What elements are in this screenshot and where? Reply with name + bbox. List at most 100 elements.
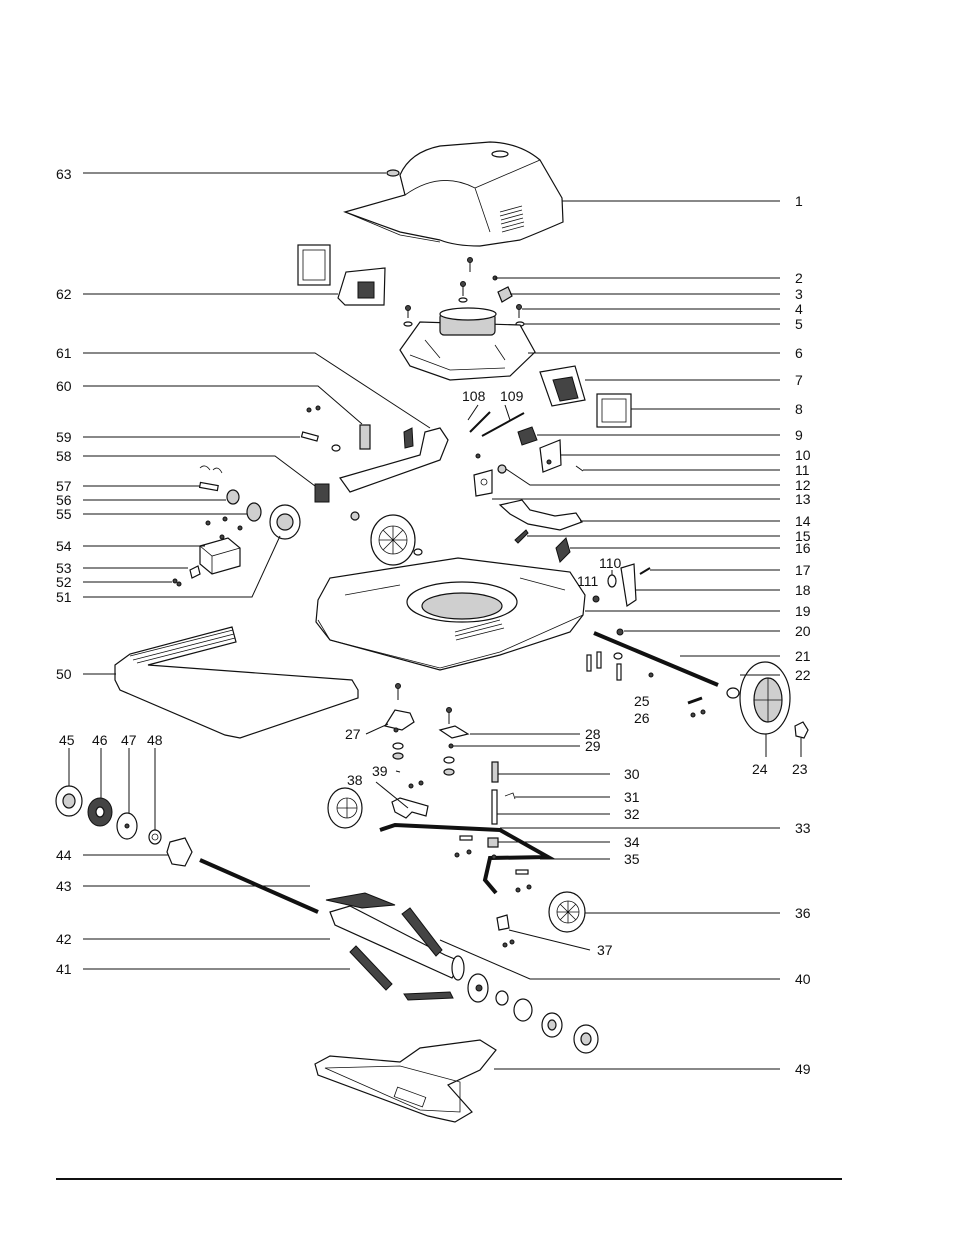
- part-21-axle: [594, 633, 718, 685]
- part-15-spring: [515, 530, 528, 543]
- part-34-block: [488, 838, 498, 847]
- wheel-left-base: [371, 515, 415, 565]
- callout-52: 52: [56, 574, 72, 590]
- part-1-hood: [345, 142, 563, 246]
- callout-111: 111: [577, 573, 598, 589]
- callout-39: 39: [372, 763, 388, 779]
- callout-14: 14: [795, 513, 811, 529]
- part-38-bracket: [392, 798, 428, 818]
- part-42-brushroll: [330, 906, 464, 980]
- part-17-screw: [640, 568, 650, 574]
- callout-2: 2: [795, 270, 803, 286]
- callout-38: 38: [347, 772, 363, 788]
- part-19-base: [316, 558, 585, 670]
- callout-17: 17: [795, 562, 811, 578]
- callout-48: 48: [147, 732, 163, 748]
- part-6-motor-base: [400, 308, 535, 380]
- callout-58: 58: [56, 448, 72, 464]
- part-59-pin: [301, 406, 320, 441]
- callout-61: 61: [56, 345, 72, 361]
- part-50-bumper: [115, 627, 358, 738]
- part-13-plate: [474, 454, 492, 496]
- part-58-pad: [315, 484, 329, 502]
- callout-23: 23: [792, 761, 808, 777]
- part-22-washer: [727, 688, 739, 698]
- callout-5: 5: [795, 316, 803, 332]
- callout-108: 108: [462, 388, 486, 404]
- part-46-disc: [88, 798, 112, 826]
- callout-46: 46: [92, 732, 108, 748]
- callout-36: 36: [795, 905, 811, 921]
- washer-base-2: [414, 549, 422, 555]
- part-10-bracket: [540, 440, 561, 472]
- callout-11: 11: [795, 462, 810, 478]
- part-108-pin: [470, 412, 490, 432]
- part-14-lever: [500, 500, 582, 530]
- callout-25: 25: [634, 693, 650, 709]
- brush-strip-top: [326, 893, 395, 908]
- callout-10: 10: [795, 447, 811, 463]
- part-41-brush-strip: [350, 946, 392, 990]
- washer-stack-2: [444, 769, 454, 775]
- part-110-washer: [608, 575, 616, 587]
- part-45-disc: [56, 786, 82, 816]
- part-23-cap: [795, 722, 808, 738]
- callout-16: 16: [795, 540, 811, 556]
- part-18-handle-bracket: [621, 564, 636, 606]
- callout-26: 26: [634, 710, 650, 726]
- part-56-bushing: [227, 490, 239, 504]
- callout-31: 31: [624, 789, 640, 805]
- part-63-plug: [387, 170, 399, 176]
- axle-fasteners: [587, 652, 653, 680]
- part-60-spring: [332, 425, 370, 451]
- callout-24: 24: [752, 761, 768, 777]
- callout-35: 35: [624, 851, 640, 867]
- part-11-screw: [576, 466, 583, 471]
- callout-59: 59: [56, 429, 72, 445]
- callout-18: 18: [795, 582, 811, 598]
- part-7-duct: [540, 366, 585, 406]
- callout-30: 30: [624, 766, 640, 782]
- part-16-pedal: [556, 538, 570, 562]
- callout-49: 49: [795, 1061, 811, 1077]
- callout-47: 47: [121, 732, 137, 748]
- part-54-switch-box: [200, 517, 242, 574]
- part-25-pin: [688, 698, 702, 703]
- callout-33: 33: [795, 820, 811, 836]
- washer-base: [351, 512, 359, 520]
- part-49-bottom-plate: [315, 1040, 496, 1122]
- washer-stack: [444, 757, 454, 763]
- callout-43: 43: [56, 878, 72, 894]
- part-111-nut: [593, 596, 599, 602]
- part-33-handle-bar: [380, 825, 548, 893]
- part-30-spring: [492, 762, 498, 782]
- callout-22: 22: [795, 667, 811, 683]
- callout-29: 29: [585, 738, 601, 754]
- callout-51: 51: [56, 589, 72, 605]
- part-28-clip: [440, 708, 468, 739]
- part-61-link: [340, 428, 448, 492]
- part-48-bearing: [149, 830, 161, 844]
- callout-110: 110: [599, 555, 622, 571]
- part-52-53-small: [173, 566, 200, 586]
- callout-9: 9: [795, 427, 803, 443]
- part-55-roller: [247, 503, 261, 521]
- part-32-pin: [492, 790, 497, 824]
- part-8-gasket: [597, 394, 631, 427]
- brush-strip-bottom: [404, 992, 453, 1000]
- callout-60: 60: [56, 378, 72, 394]
- callout-55: 55: [56, 506, 72, 522]
- part-44-end-cap: [167, 838, 192, 866]
- part-47-disc: [117, 813, 137, 839]
- link-spring: [404, 428, 413, 448]
- part-39-screws: [409, 781, 423, 788]
- callout-4: 4: [795, 301, 803, 317]
- callout-44: 44: [56, 847, 72, 863]
- part-20-clip: [617, 629, 623, 635]
- part-57-pin: [200, 466, 222, 491]
- callout-3: 3: [795, 286, 803, 302]
- callout-50: 50: [56, 666, 72, 682]
- part-9-switch: [518, 427, 537, 445]
- part-26-screws: [691, 710, 705, 717]
